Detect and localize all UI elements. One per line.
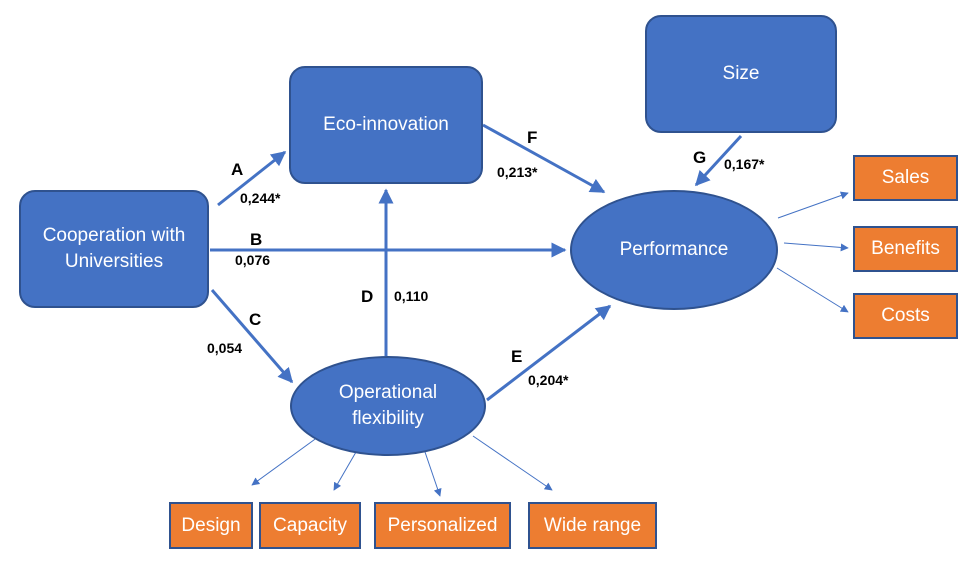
path-a-coefficient: 0,244* <box>240 190 281 206</box>
indicator-benefits-label: Benefits <box>871 238 940 259</box>
path-g-coefficient: 0,167* <box>724 156 765 172</box>
indicator-arrow-benefits <box>783 242 849 252</box>
path-c-label: C <box>249 310 262 329</box>
indicator-capacity: Capacity <box>259 502 361 549</box>
node-eco-innovation: Eco-innovation <box>289 66 483 184</box>
node-operational-flexibility: Operational flexibility <box>290 356 486 456</box>
path-g-label: G <box>693 148 707 167</box>
node-size-label: Size <box>722 63 760 85</box>
node-operational-flexibility-label: Operational flexibility <box>338 382 438 429</box>
indicator-sales-label: Sales <box>881 167 930 188</box>
path-f-label: F <box>527 128 538 147</box>
path-a-label: A <box>231 160 244 179</box>
indicator-arrow-design <box>251 436 319 486</box>
node-cooperation-with-universities: Cooperation with Universities <box>19 190 209 308</box>
path-e-label: E <box>511 347 523 366</box>
path-e-arrow <box>486 304 612 402</box>
path-c-arrow <box>210 289 294 384</box>
indicator-sales: Sales <box>853 155 958 201</box>
indicator-design: Design <box>169 502 253 549</box>
indicator-arrow-sales <box>777 191 849 219</box>
indicator-design-label: Design <box>181 514 241 536</box>
node-cooperation-label: Cooperation with Universities <box>42 225 186 272</box>
path-d-coefficient: 0,110 <box>394 288 429 304</box>
node-eco-innovation-label: Eco-innovation <box>323 114 449 136</box>
indicator-arrow-wide-range <box>472 435 553 491</box>
indicator-personalized: Personalized <box>374 502 511 549</box>
path-f-coefficient: 0,213* <box>497 164 538 180</box>
path-c-coefficient: 0,054 <box>207 340 243 356</box>
path-d-label: D <box>361 287 374 306</box>
indicator-arrow-personalized <box>424 451 442 497</box>
node-performance: Performance <box>570 190 778 310</box>
node-size: Size <box>645 15 837 133</box>
path-b-coefficient: 0,076 <box>235 252 271 268</box>
indicator-wide-range-label: Wide range <box>543 514 642 536</box>
indicator-arrow-costs <box>776 267 849 313</box>
path-b-label: B <box>250 230 263 249</box>
node-performance-label: Performance <box>619 239 729 261</box>
indicator-benefits: Benefits <box>853 226 958 272</box>
indicator-costs: Costs <box>853 293 958 339</box>
indicator-capacity-label: Capacity <box>273 514 347 536</box>
path-e-coefficient: 0,204* <box>528 372 569 388</box>
indicator-arrow-capacity <box>333 451 357 491</box>
path-g-arrow <box>694 134 743 187</box>
indicator-personalized-label: Personalized <box>387 514 498 536</box>
indicator-costs-label: Costs <box>881 305 930 326</box>
path-a-arrow <box>217 150 287 207</box>
path-f-arrow <box>482 123 606 194</box>
indicator-wide-range: Wide range <box>528 502 657 549</box>
